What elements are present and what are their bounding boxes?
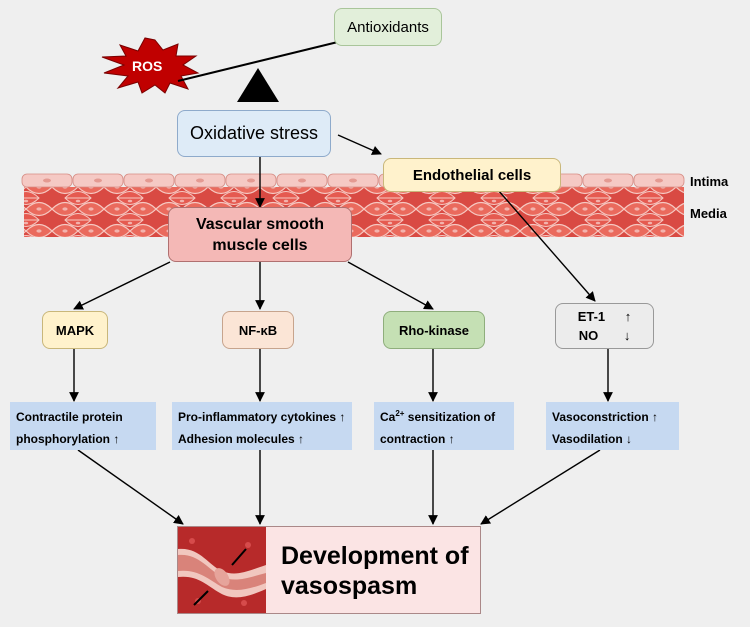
vasospasm-title: Development of vasospasm [281, 541, 469, 601]
endothelial-nucleus [655, 178, 663, 183]
vasospasm-result-box: Development of vasospasm [177, 526, 481, 614]
vsmc-label-line1: Vascular smooth [195, 215, 325, 233]
vasospasm-title-line2: vasospasm [281, 572, 418, 600]
nfkb-effect-line2: Adhesion molecules ↑ [178, 432, 305, 446]
endothelial-nucleus [604, 178, 612, 183]
media-label: Media [690, 206, 727, 221]
endothelial-nucleus [94, 178, 102, 183]
oxidative-stress-label: Oxidative stress [189, 123, 319, 143]
vasospasm-title-line1: Development of [281, 542, 469, 570]
endothelial-nucleus [349, 178, 357, 183]
arrow-oxidative-endothelial [337, 134, 382, 155]
et1-arrow: ↑ [624, 309, 632, 324]
et1-effect-line1: Vasoconstriction ↑ [552, 410, 659, 424]
ros-label: ROS [132, 58, 163, 74]
rho-effect-line1: Ca2+ sensitization of [380, 406, 508, 428]
vsmc-box: Vascular smooth muscle cells [168, 207, 352, 262]
nfkb-label: NF-κB [238, 322, 278, 338]
endothelial-cells-box: Endothelial cells [383, 158, 561, 192]
endothelial-nucleus [247, 178, 255, 183]
mapk-effect-box: Contractile protein phosphorylation ↑ [10, 402, 156, 450]
endothelial-nucleus [145, 178, 153, 183]
et1-effect-box: Vasoconstriction ↑ Vasodilation ↓ [546, 402, 679, 450]
rho-effect-superscript: 2+ [395, 409, 405, 418]
rho-kinase-box: Rho-kinase [383, 311, 485, 349]
mapk-box: MAPK [42, 311, 108, 349]
nfkb-box: NF-κB [222, 311, 294, 349]
endothelial-cells-label: Endothelial cells [412, 166, 532, 184]
nfkb-effect-line1: Pro-inflammatory cytokines ↑ [178, 410, 346, 424]
antioxidants-box: Antioxidants [334, 8, 442, 46]
no-label: NO [578, 328, 599, 343]
endothelial-nucleus [298, 178, 306, 183]
rho-effect-box: Ca2+ sensitization of contraction ↑ [374, 402, 514, 450]
rho-effect-line2: contraction ↑ [380, 432, 455, 446]
et1-row: ET-1 ↑ [578, 307, 632, 326]
et1-label: ET-1 [577, 309, 606, 324]
arrow-endothelial-et1 [497, 189, 596, 302]
mapk-label: MAPK [55, 322, 95, 338]
vsmc-label-line2: muscle cells [212, 236, 308, 254]
rho-effect-ca: Ca [380, 410, 396, 424]
rho-effect-line1-rest: sensitization of [404, 410, 496, 424]
mapk-effect-line1: Contractile protein [16, 410, 123, 424]
nfkb-effect-box: Pro-inflammatory cytokines ↑ Adhesion mo… [172, 402, 352, 450]
arrow-et1-result [480, 449, 601, 525]
endothelial-nucleus [43, 178, 51, 183]
intima-label: Intima [690, 174, 729, 189]
ros-starburst [101, 37, 200, 94]
arrow-mapk-result [77, 449, 184, 525]
et1-no-box: ET-1 ↑ NO ↓ [555, 303, 654, 349]
et1-effect-line2: Vasodilation ↓ [552, 432, 633, 446]
endothelial-nucleus [196, 178, 204, 183]
rho-kinase-label: Rho-kinase [398, 322, 470, 338]
balance-beam [177, 39, 347, 82]
mapk-effect-line2: phosphorylation ↑ [16, 432, 120, 446]
antioxidants-label: Antioxidants [347, 18, 429, 36]
arrow-vsmc-mapk [73, 261, 171, 310]
balance-fulcrum [237, 68, 279, 102]
vessel-icon [178, 527, 266, 613]
oxidative-stress-box: Oxidative stress [177, 110, 331, 157]
arrow-vsmc-rho [347, 261, 434, 310]
media-layer [24, 187, 684, 237]
no-arrow: ↓ [623, 328, 631, 343]
no-row: NO ↓ [579, 326, 631, 345]
intima-layer [21, 173, 685, 188]
